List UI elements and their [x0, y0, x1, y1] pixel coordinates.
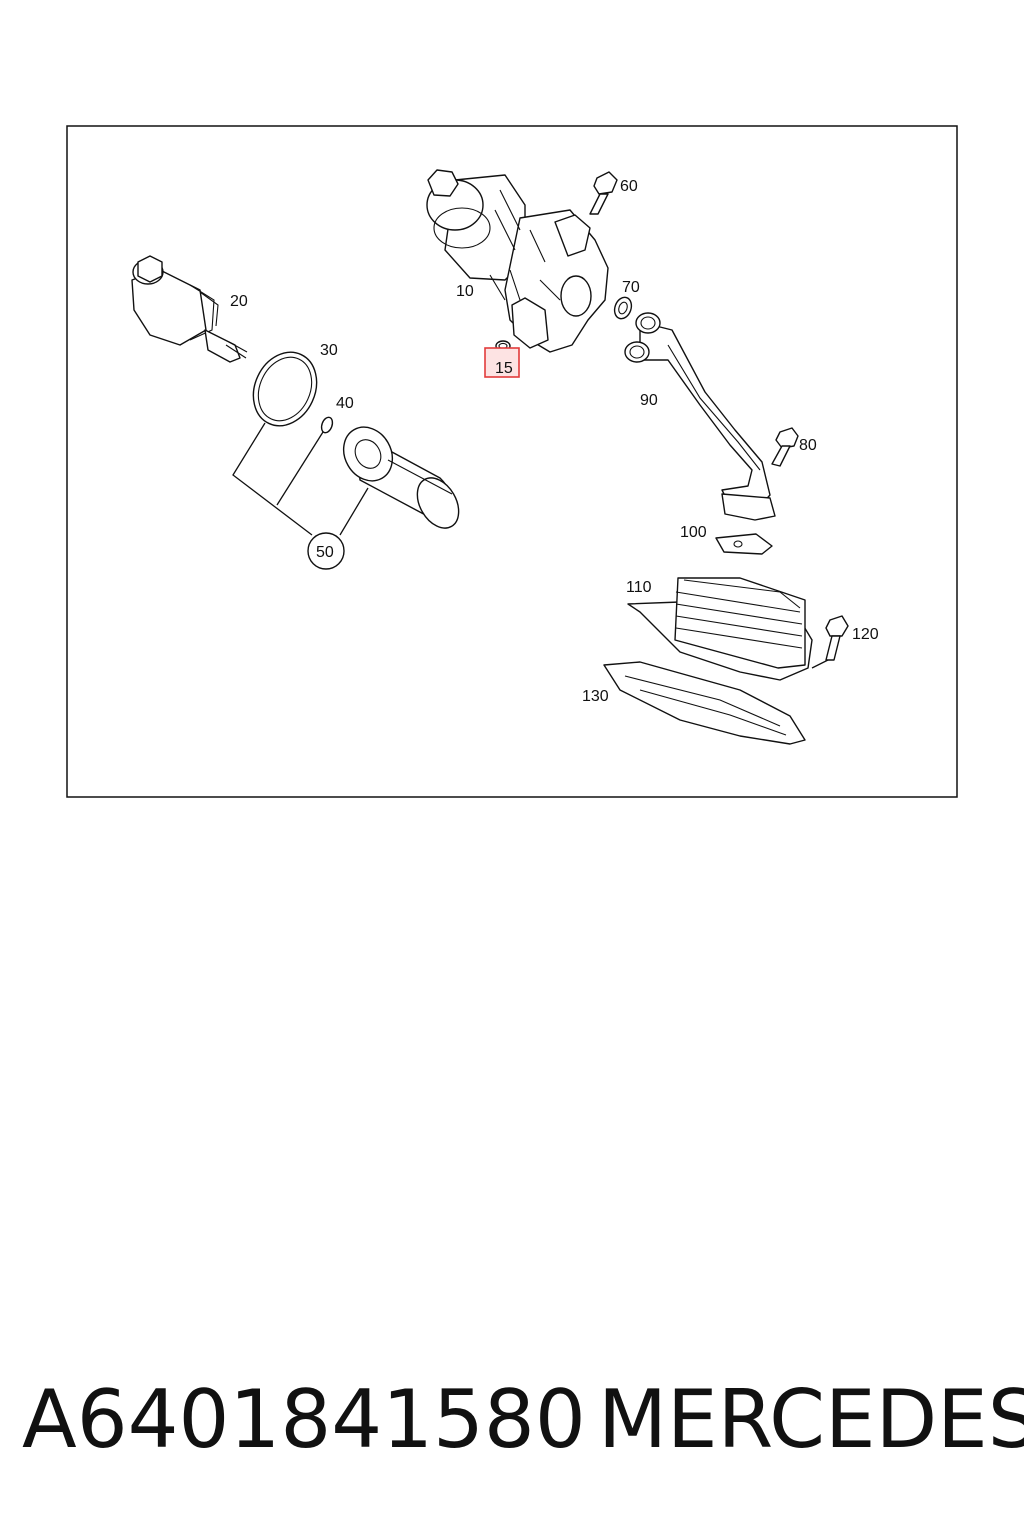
label-15: 15 — [495, 360, 513, 377]
label-110: 110 — [626, 579, 652, 596]
part-90-oil-pipe[interactable] — [624, 312, 776, 521]
label-120: 120 — [852, 626, 879, 643]
part-80-bolt[interactable] — [771, 427, 799, 467]
leader-line-120 — [811, 659, 829, 669]
part-10-filter-housing[interactable] — [426, 169, 609, 353]
part-number: A6401841580 — [22, 1373, 586, 1466]
part-50-callout-circle — [307, 532, 345, 570]
filter-element[interactable] — [334, 418, 467, 535]
label-10: 10 — [456, 283, 474, 300]
part-40-small-ring[interactable] — [320, 416, 335, 434]
part-130-cooler-gasket[interactable] — [603, 661, 806, 745]
part-70-seal[interactable] — [612, 295, 635, 321]
label-30: 30 — [320, 342, 338, 359]
part-60-bolt[interactable] — [589, 171, 618, 215]
label-60: 60 — [620, 178, 638, 195]
parts-diagram: 10 15 20 30 40 50 60 70 80 90 100 110 12… — [66, 125, 958, 798]
label-90: 90 — [640, 392, 658, 409]
leader-lines-50 — [232, 422, 369, 536]
label-20: 20 — [230, 293, 248, 310]
label-130: 130 — [582, 688, 609, 705]
label-40: 40 — [336, 395, 354, 412]
highlight-box-15 — [484, 347, 520, 378]
brand-name: MERCEDES — [598, 1373, 1024, 1466]
part-100-gasket[interactable] — [715, 533, 773, 555]
label-50: 50 — [316, 544, 334, 561]
label-80: 80 — [799, 437, 817, 454]
part-120-bolt[interactable] — [825, 615, 849, 661]
part-30-o-ring[interactable] — [242, 342, 328, 436]
label-70: 70 — [622, 279, 640, 296]
caption: A6401841580 MERCEDES — [0, 1370, 1024, 1470]
part-110-oil-cooler[interactable] — [627, 577, 813, 681]
label-100: 100 — [680, 524, 707, 541]
part-20-filter-cap[interactable] — [131, 255, 248, 363]
